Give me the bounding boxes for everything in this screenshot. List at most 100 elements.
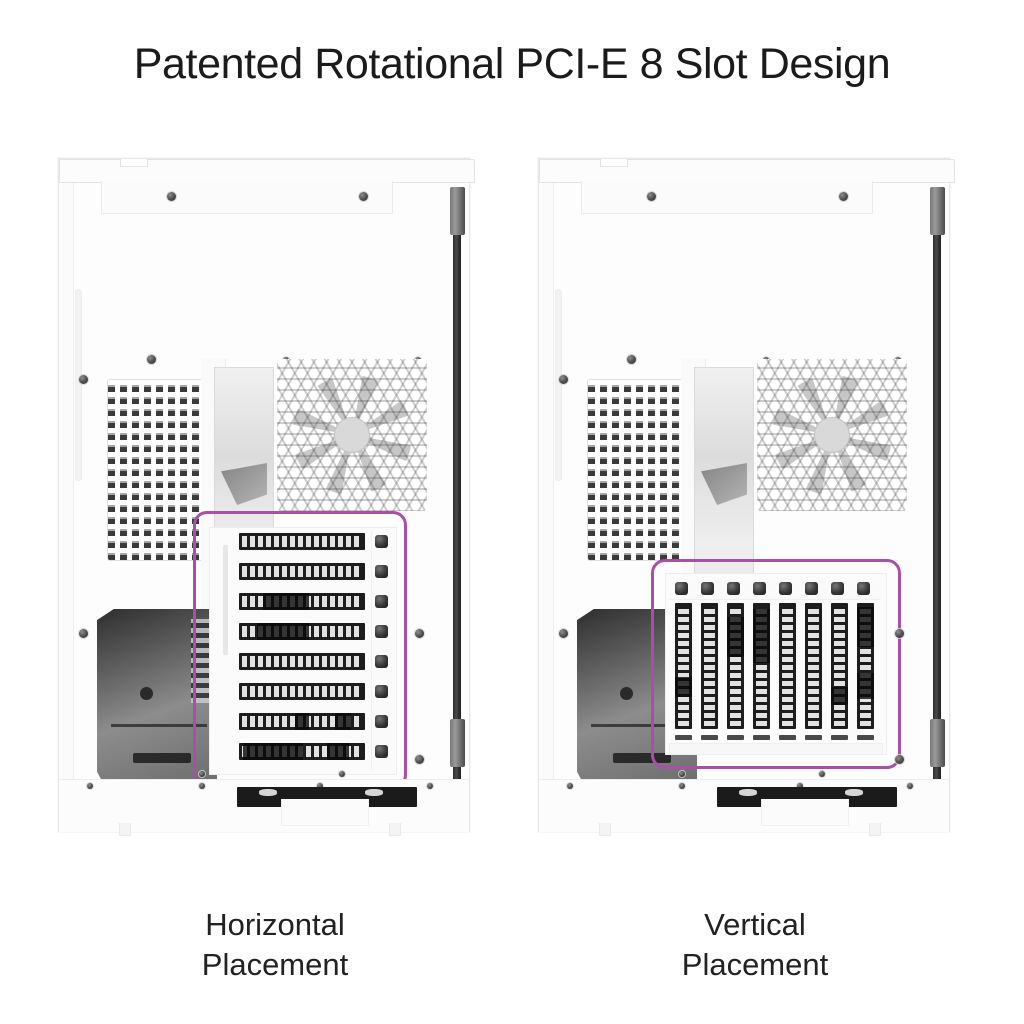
screw-icon	[87, 783, 93, 789]
pcie-slot-cover[interactable]	[805, 603, 822, 729]
pcie-slot-cover[interactable]	[239, 563, 365, 580]
thumbscrew-icon[interactable]	[701, 582, 714, 595]
thumbscrew-icon[interactable]	[727, 582, 740, 595]
screw-icon	[415, 629, 424, 638]
pcie-thumbscrew-row	[669, 579, 881, 600]
pcie-slot-cover[interactable]	[701, 603, 718, 729]
pcie-slot-cover[interactable]	[239, 623, 365, 640]
screw-icon	[199, 771, 205, 777]
thumbscrew-icon[interactable]	[375, 535, 388, 548]
pcie-slot-tab	[779, 735, 796, 740]
thumbscrew-icon[interactable]	[805, 582, 818, 595]
screw-icon	[427, 783, 433, 789]
pcie-slot-cover[interactable]	[727, 603, 744, 729]
cavity-shelf	[111, 723, 208, 727]
caption-line-1: Horizontal	[205, 907, 345, 942]
psu-shroud-cavity	[97, 609, 217, 794]
case-figure-horizontal	[50, 140, 500, 870]
case-top-notch	[120, 159, 148, 167]
thumbscrew-icon[interactable]	[857, 582, 870, 595]
thumbscrew-icon[interactable]	[375, 745, 388, 758]
thumbscrew-icon[interactable]	[753, 582, 766, 595]
screw-icon	[797, 783, 803, 789]
screw-icon	[147, 355, 156, 364]
hinge-bracket-top	[450, 187, 465, 235]
case-top-plate	[101, 181, 393, 214]
thumbscrew-icon[interactable]	[375, 565, 388, 578]
pcie-slot-cover[interactable]	[831, 603, 848, 729]
pcie-slot-tab	[753, 735, 770, 740]
pcie-slot-tab	[675, 735, 692, 740]
pcie-slot-cover[interactable]	[239, 683, 365, 700]
screw-icon	[679, 783, 685, 789]
thumbscrew-icon[interactable]	[375, 625, 388, 638]
hinge-bracket-bottom	[930, 719, 945, 767]
pcie-slot-cover[interactable]	[753, 603, 770, 729]
honeycomb-vent-icon	[107, 379, 209, 561]
base-pad	[365, 789, 383, 796]
screw-icon	[559, 629, 568, 638]
pcie-slot-tab	[831, 735, 848, 740]
fan-hub-icon	[814, 417, 850, 453]
pcie-bottom-bar	[669, 743, 883, 755]
pcie-slot-assembly-vertical[interactable]	[665, 573, 887, 755]
base-center-tab	[281, 799, 369, 826]
screw-icon	[359, 192, 368, 201]
pcie-slot-tab	[805, 735, 822, 740]
pcie-slot-cover[interactable]	[857, 603, 874, 729]
hinge-bracket-bottom	[450, 719, 465, 767]
screw-icon	[839, 192, 848, 201]
caption-line-2: Placement	[201, 947, 349, 982]
page-title: Patented Rotational PCI-E 8 Slot Design	[133, 40, 891, 88]
thumbscrew-icon[interactable]	[779, 582, 792, 595]
pcie-slot-assembly-horizontal[interactable]	[209, 527, 397, 775]
thumbscrew-icon[interactable]	[831, 582, 844, 595]
pcie-slot-cover[interactable]	[239, 533, 365, 550]
side-panel-seam	[555, 289, 562, 481]
cavity-bracket	[133, 753, 191, 764]
base-pad	[739, 789, 757, 796]
thumbscrew-icon[interactable]	[375, 685, 388, 698]
screw-icon	[559, 375, 568, 384]
cavity-knob-icon	[620, 686, 634, 700]
pcie-slot-cover[interactable]	[239, 713, 365, 730]
screw-icon	[79, 629, 88, 638]
pcie-slot-cover[interactable]	[675, 603, 692, 729]
case-foot	[389, 823, 401, 836]
base-pad	[259, 789, 277, 796]
screw-icon	[907, 783, 913, 789]
cavity-shelf	[591, 723, 688, 727]
pcie-slot-cover[interactable]	[239, 593, 365, 610]
thumbscrew-icon[interactable]	[375, 655, 388, 668]
pcie-slot-cover[interactable]	[239, 743, 365, 760]
base-center-tab	[761, 799, 849, 826]
cavity-knob-icon	[140, 686, 154, 700]
cavity-bracket	[613, 753, 671, 764]
thumbscrew-icon[interactable]	[375, 595, 388, 608]
pc-case-body-horizontal	[58, 158, 475, 836]
caption-horizontal: Horizontal Placement	[50, 905, 500, 985]
pcie-slot-tab	[857, 735, 874, 740]
window-reflection	[221, 463, 267, 505]
thumbscrew-icon[interactable]	[675, 582, 688, 595]
case-top-lip	[539, 159, 955, 183]
screw-icon	[317, 783, 323, 789]
case-left-edge	[539, 181, 554, 831]
side-panel-hinge-rail	[453, 191, 461, 791]
case-foot	[599, 823, 611, 836]
caption-vertical: Vertical Placement	[530, 905, 980, 985]
case-top-plate	[581, 181, 873, 214]
case-top-lip	[59, 159, 475, 183]
hinge-bracket-top	[930, 187, 945, 235]
screw-icon	[199, 783, 205, 789]
pcie-slot-cover[interactable]	[779, 603, 796, 729]
hexagonal-fan-grille-icon	[277, 359, 427, 511]
pcie-slot-cover[interactable]	[239, 653, 365, 670]
screw-icon	[819, 771, 825, 777]
base-pad	[845, 789, 863, 796]
screw-icon	[415, 755, 424, 764]
side-panel-seam	[75, 289, 82, 481]
thumbscrew-icon[interactable]	[375, 715, 388, 728]
screw-icon	[79, 375, 88, 384]
screw-icon	[647, 192, 656, 201]
